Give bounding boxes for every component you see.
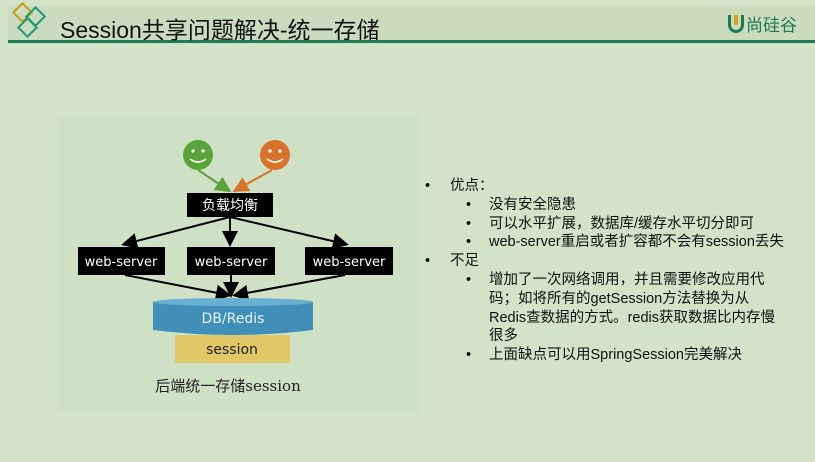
page-title: Session共享问题解决-统一存储 <box>60 17 380 43</box>
session-label: session <box>206 342 258 358</box>
pros-heading: 优点： <box>425 177 785 196</box>
web-server-label: web-server <box>195 255 268 270</box>
web-server-label: web-server <box>313 255 386 270</box>
brand-logo: 尚硅谷 <box>728 11 797 36</box>
pros-item: 没有安全隐患 <box>425 196 785 215</box>
user-orange-icon <box>260 140 290 170</box>
slide-header <box>8 6 815 41</box>
user-green-icon <box>183 140 213 170</box>
load-balancer-label: 负载均衡 <box>202 198 258 214</box>
pros-cons-list: 优点： 没有安全隐患 可以水平扩展，数据库/缓存水平切分即可 web-serve… <box>425 177 785 365</box>
brand-logo-text: 尚硅谷 <box>746 16 797 35</box>
diamond-logo-icon <box>12 2 47 39</box>
session-box <box>175 335 290 363</box>
cons-item: 增加了一次网络调用，并且需要修改应用代码；如将所有的getSession方法替换… <box>425 271 785 346</box>
load-balancer-box <box>187 193 273 217</box>
web-server-box-1 <box>78 247 165 275</box>
header-divider <box>8 40 815 43</box>
web-server-box-3 <box>305 247 393 275</box>
arrow-user1 <box>197 169 232 193</box>
cons-item: 上面缺点可以用SpringSession完美解决 <box>425 346 785 365</box>
cons-heading: 不足 <box>425 252 785 271</box>
db-redis-cylinder <box>153 298 313 335</box>
pros-item: web-server重启或者扩容都不会有session丢失 <box>425 233 785 252</box>
brand-logo-icon <box>728 14 744 33</box>
diagram-caption: 后端统一存储session <box>155 377 301 395</box>
arrow-user2 <box>232 169 273 192</box>
db-label: DB/Redis <box>202 311 265 327</box>
pros-item: 可以水平扩展，数据库/缓存水平切分即可 <box>425 215 785 234</box>
web-server-label: web-server <box>85 255 158 270</box>
web-server-box-2 <box>187 247 275 275</box>
